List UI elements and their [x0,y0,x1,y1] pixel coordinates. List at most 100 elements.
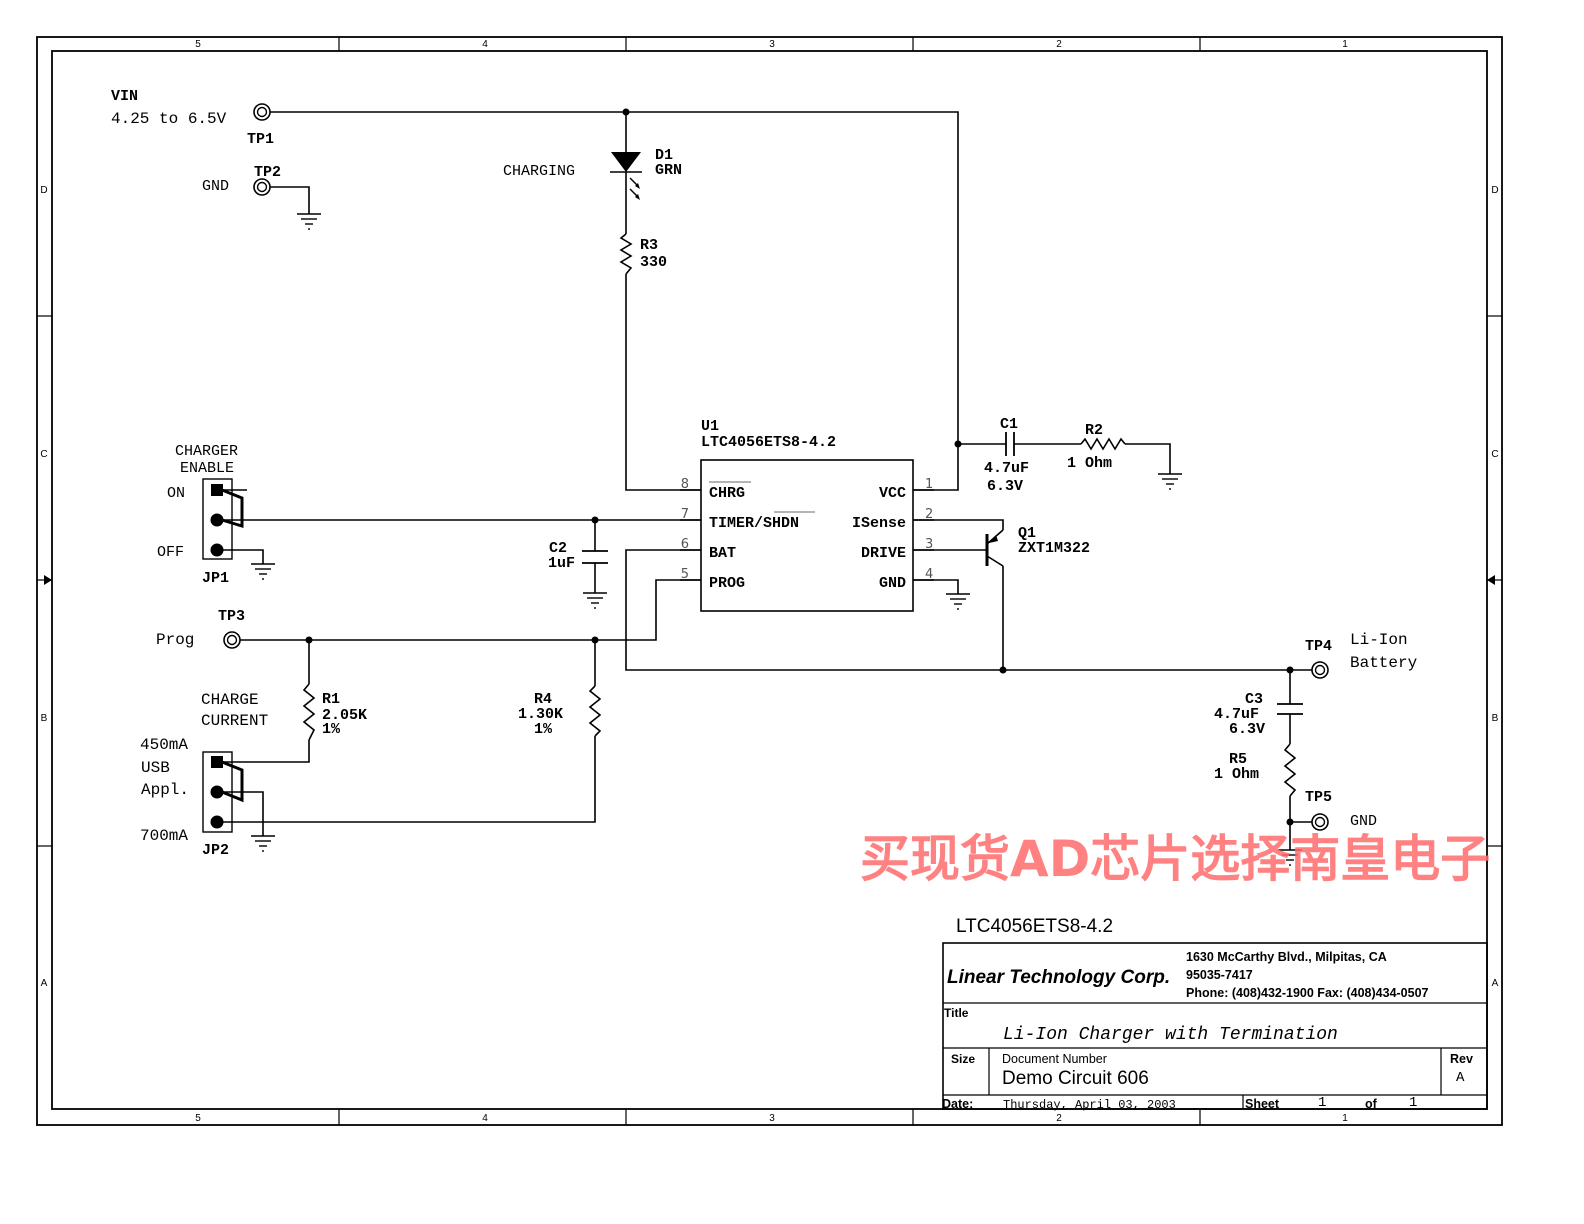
jp2-ref: JP2 [202,842,229,859]
u1-pin-number: 5 [681,567,689,582]
jumper-jp1[interactable] [202,478,244,560]
jp2-opt1b: USB [141,759,170,777]
tp2-label: TP2 [254,164,281,181]
r4-ref: R4 [534,691,552,708]
row-label-left: B [41,713,48,724]
led-d1-symbol [610,152,642,200]
date-value: Thursday, April 03, 2003 [1003,1098,1176,1112]
wires [217,111,1312,850]
sheet-label: Sheet [1245,1097,1280,1111]
col-label-bottom: 1 [1342,1113,1348,1124]
jp1-ref: JP1 [202,570,229,587]
jumper-jp2[interactable] [202,751,244,833]
tp5-label: TP5 [1305,789,1332,806]
ground-icon [945,593,971,610]
title-block-part-heading: LTC4056ETS8-4.2 [956,916,1113,937]
resistor-r3-symbol [619,233,633,275]
q1-part: ZXT1M322 [1018,540,1090,557]
ground-icon [582,592,608,609]
capacitor-c2-symbol [582,550,608,564]
c3-rating: 6.3V [1229,721,1265,738]
c2-ref: C2 [549,540,567,557]
prog-label: Prog [156,631,194,649]
testpoint-tp4[interactable] [1311,661,1329,679]
row-label-right: C [1491,449,1498,460]
u1-pin-name: BAT [709,545,736,562]
r1-value: 2.05K [322,707,367,724]
d1-ref: D1 [655,147,673,164]
jp1-off-label: OFF [157,544,184,561]
ground-icon [250,563,276,580]
resistor-r5-symbol [1283,743,1297,797]
u1-pin-number: 2 [925,507,933,522]
u1-pin-name: VCC [879,485,906,502]
jp1-on-label: ON [167,485,185,502]
u1-pin-name: PROG [709,575,745,592]
col-label-bottom: 3 [769,1113,775,1124]
sheet-number: 1 [1318,1095,1326,1111]
row-label-left: C [40,449,47,460]
u1-pin-number: 6 [681,537,689,552]
junction-dots [305,108,1294,826]
c2-value: 1uF [548,555,575,572]
resistor-r1-symbol [302,683,316,741]
u1-pin-number: 4 [925,567,933,582]
of-label: of [1365,1097,1378,1111]
jp2-opt1: 450mA [140,736,188,754]
col-label-top: 4 [482,39,488,50]
c3-value: 4.7uF [1214,706,1259,723]
capacitor-c3-symbol [1277,703,1303,715]
c1-ref: C1 [1000,416,1018,433]
col-label-top: 1 [1342,39,1348,50]
ic-u1-body [700,459,914,612]
doc-number-label: Document Number [1002,1052,1107,1066]
col-label-top: 5 [195,39,201,50]
battery-label-line2: Battery [1350,654,1418,672]
company-phone: Phone: (408)432-1900 Fax: (408)434-0507 [1186,986,1429,1000]
r5-value: 1 Ohm [1214,766,1259,783]
watermark-text: 买现货AD芯片选择南皇电子 [860,830,1490,888]
jp2-opt2: 700mA [140,827,188,845]
col-label-bottom: 4 [482,1113,488,1124]
u1-pin-name: TIMER/SHDN [709,515,799,532]
rev-value: A [1456,1070,1465,1086]
ground-icon [296,213,322,230]
date-label: Date: [942,1097,973,1111]
testpoint-tp1[interactable] [253,103,271,121]
jp1-title-line1: CHARGER [175,443,238,460]
vin-range-label: 4.25 to 6.5V [111,110,227,128]
c3-ref: C3 [1245,691,1263,708]
col-label-bottom: 5 [195,1113,201,1124]
testpoint-tp2[interactable] [253,178,271,196]
r5-ref: R5 [1229,751,1247,768]
company-address-line2: 95035-7417 [1186,968,1253,982]
battery-gnd-label: GND [1350,813,1377,830]
u1-pin-name: DRIVE [861,545,906,562]
u1-pin-number: 3 [925,537,933,552]
tp4-label: TP4 [1305,638,1332,655]
tp3-label: TP3 [218,608,245,625]
u1-pin-number: 8 [681,477,689,492]
resistor-r4-symbol [588,685,602,737]
testpoint-tp5[interactable] [1311,813,1329,831]
tp1-label: TP1 [247,131,274,148]
testpoint-tp3[interactable] [223,631,241,649]
u1-pin-name: ISense [852,515,906,532]
row-label-left: A [41,978,48,989]
jp2-title-line1: CHARGE [201,691,259,709]
row-label-right: A [1492,978,1499,989]
doc-number: Demo Circuit 606 [1002,1068,1149,1089]
ground-icon [1157,473,1183,490]
row-label-right: D [1491,185,1498,196]
r3-value: 330 [640,254,667,271]
r1-ref: R1 [322,691,340,708]
resistor-r2-symbol [1080,437,1126,451]
vin-label: VIN [111,88,138,105]
u1-pin-name: CHRG [709,485,745,502]
size-label: Size [951,1052,975,1066]
company-name: Linear Technology Corp. [947,967,1170,988]
col-label-top: 3 [769,39,775,50]
rev-label: Rev [1450,1052,1473,1066]
zone-labels: 5 4 3 2 1 5 4 3 2 1 D C B A D C B A [40,39,1498,1124]
